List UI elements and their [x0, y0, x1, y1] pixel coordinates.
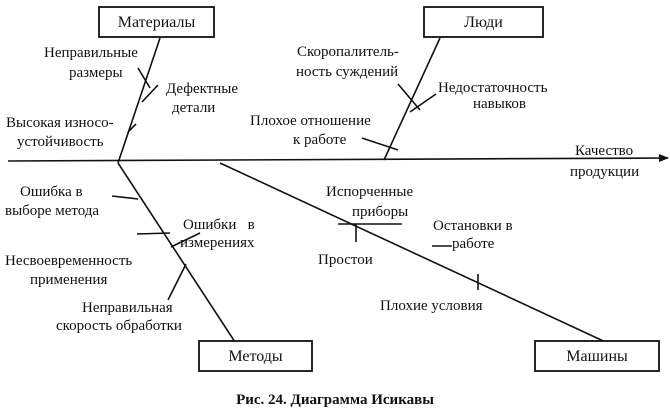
work-stops-line2: работе — [452, 236, 495, 252]
effect-label-line2: продукции — [570, 164, 639, 180]
main-spine — [7, 154, 669, 163]
hasty-judgment-line2: ность суждений — [296, 64, 398, 80]
wrong-sizes-line1: Неправильные — [44, 45, 138, 61]
materials-category: Материалы — [98, 6, 215, 38]
wrong-sizes-branch — [137, 67, 151, 89]
methods-label: Методы — [228, 348, 283, 365]
methods-category: Методы — [198, 340, 313, 372]
lack-of-skills-line2: навыков — [473, 96, 526, 112]
wrong-speed-line2: скорость обработки — [56, 318, 182, 334]
downtime-label: Простои — [318, 252, 373, 268]
wear-resistance-line1: Высокая износо- — [6, 115, 114, 131]
materials-bone — [117, 37, 161, 164]
wear-resistance-branch — [127, 123, 137, 133]
hasty-judgment-line1: Скоропалитель- — [297, 44, 399, 60]
method-choice-branch — [111, 195, 139, 200]
wear-resistance-line2: устойчивость — [17, 134, 104, 150]
bad-attitude-line1: Плохое отношение — [250, 113, 371, 129]
bad-conditions-label: Плохие условия — [380, 298, 483, 314]
defective-parts-line2: детали — [172, 100, 215, 116]
lack-of-skills-line1: Недостаточность — [438, 80, 548, 96]
measurement-errors-branch — [170, 232, 201, 248]
measurement-errors-line1: Ошибки в — [183, 217, 255, 233]
people-bone — [383, 37, 441, 161]
figure-caption: Рис. 24. Диаграмма Исикавы — [236, 392, 434, 408]
untimely-application-line2: применения — [30, 272, 107, 288]
hasty-judgment-branch — [397, 83, 421, 111]
machines-category: Машины — [534, 340, 660, 372]
bad-attitude-line2: к работе — [293, 132, 347, 148]
defective-parts-line1: Дефектные — [166, 81, 238, 97]
damaged-devices-line2: приборы — [352, 204, 408, 220]
effect-label-line1: Качество — [575, 143, 633, 159]
people-category: Люди — [423, 6, 544, 38]
untimely-application-line1: Несвоевременность — [5, 253, 132, 269]
method-choice-line1: Ошибка в — [20, 184, 83, 200]
damaged-devices-line1: Испорченные — [326, 184, 413, 200]
bad-attitude-branch — [361, 137, 399, 151]
machines-bone — [219, 162, 613, 346]
methods-bone — [117, 162, 236, 343]
wrong-sizes-line2: размеры — [69, 65, 123, 81]
work-stops-line1: Остановки в — [433, 218, 513, 234]
untimely-application-branch — [136, 232, 171, 235]
materials-label: Материалы — [118, 14, 196, 31]
defective-parts-branch — [141, 84, 159, 103]
wrong-speed-line1: Неправильная — [82, 300, 173, 316]
machines-label: Машины — [566, 348, 628, 365]
people-label: Люди — [464, 14, 503, 31]
measurement-errors-line2: измерениях — [180, 235, 255, 251]
wrong-speed-branch — [167, 263, 187, 301]
method-choice-line2: выборе метода — [5, 203, 99, 219]
lack-of-skills-branch — [409, 93, 437, 113]
